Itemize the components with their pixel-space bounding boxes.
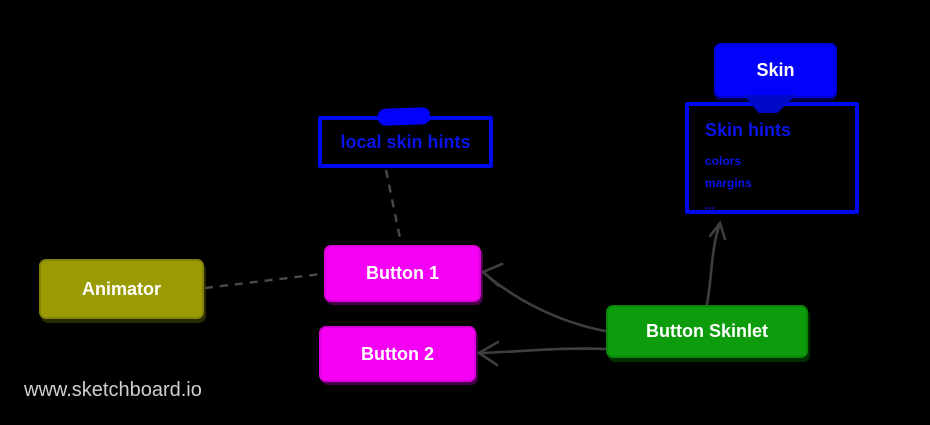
node-local-skin-hints-label: local skin hints	[340, 131, 471, 152]
edge-skinlet-to-button1	[480, 262, 607, 333]
skin-hints-item-margins: margins	[705, 176, 752, 190]
skin-hints-item-colors: colors	[705, 154, 742, 168]
skin-hints-title: Skin hints	[705, 120, 792, 140]
node-button1-label: Button 1	[366, 263, 439, 283]
node-button1[interactable]: Button 1	[324, 245, 481, 302]
node-button2-label: Button 2	[361, 343, 434, 364]
node-skin-hints[interactable]: Skin hints colors margins ...	[685, 102, 859, 214]
arrowhead-icon	[480, 262, 504, 288]
edge-skinlet-to-button2	[476, 340, 608, 367]
node-button-skinlet[interactable]: Button Skinlet	[606, 305, 808, 358]
scribble-blob-icon	[377, 107, 431, 126]
edge-animator-to-button1	[204, 272, 322, 290]
arrowhead-icon	[708, 220, 727, 241]
node-button-skinlet-label: Button Skinlet	[646, 321, 768, 341]
node-skin[interactable]: Skin	[714, 43, 837, 98]
node-button2[interactable]: Button 2	[319, 326, 476, 382]
node-local-skin-hints[interactable]: local skin hints	[318, 107, 493, 168]
node-animator[interactable]: Animator	[39, 259, 204, 319]
edge-localhints-to-button1	[384, 169, 403, 244]
arrowhead-icon	[476, 340, 500, 367]
skin-hints-item-ellipsis: ...	[705, 198, 716, 212]
sketchboard-watermark: www.sketchboard.io	[24, 379, 202, 401]
node-animator-label: Animator	[81, 278, 161, 299]
node-skin-label: Skin	[756, 60, 795, 80]
edge-skinlet-to-skinhints	[705, 220, 727, 306]
